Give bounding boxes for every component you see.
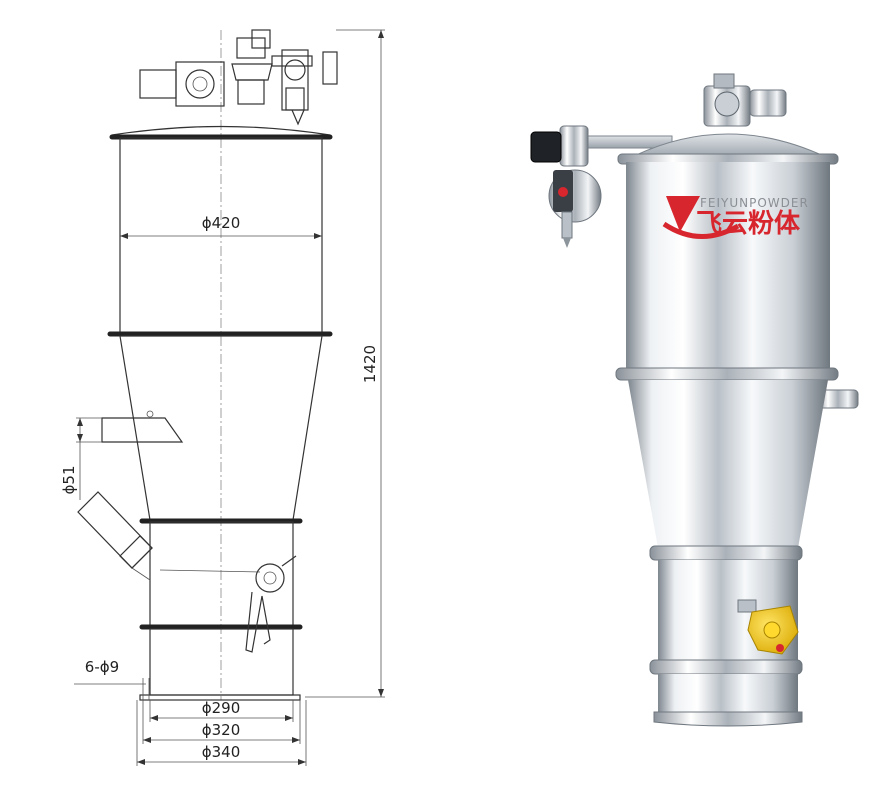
- lower-cylinder: [149, 521, 294, 628]
- dim-inlet-diameter: ϕ51: [60, 417, 102, 500]
- top-fittings: [139, 29, 338, 126]
- angled-inlet: [77, 491, 153, 581]
- photo-lid: [629, 133, 829, 159]
- label-base-bolt-circle: ϕ320: [202, 721, 241, 739]
- brand-logo: FEIYUNPOWDER 飞云粉体: [662, 196, 809, 239]
- label-base-outer: ϕ340: [202, 743, 241, 761]
- dim-body-diameter: ϕ420: [120, 214, 322, 239]
- technical-drawing: ϕ420 1420 ϕ51 6-ϕ9: [60, 29, 385, 766]
- pulse-valve-assembly: [530, 125, 673, 248]
- label-inlet-diameter: ϕ51: [60, 466, 78, 495]
- label-bolt-holes: 6-ϕ9: [85, 658, 119, 676]
- photo-cone: [628, 380, 828, 548]
- top-valve-block: [703, 73, 787, 127]
- base-flange: [139, 694, 301, 701]
- dim-total-height: 1420: [305, 29, 385, 698]
- discharge-valve: [245, 555, 297, 653]
- label-total-height: 1420: [361, 345, 379, 383]
- brand-name-en: FEIYUNPOWDER: [700, 196, 809, 210]
- photo-upper-body: [626, 162, 830, 374]
- product-photo: FEIYUNPOWDER 飞云粉体: [530, 73, 859, 727]
- label-body-diameter: ϕ420: [202, 214, 241, 232]
- brand-name-cn: 飞云粉体: [696, 209, 801, 239]
- yellow-discharge-valve: [737, 599, 799, 655]
- dim-base: ϕ290 ϕ320 ϕ340: [136, 699, 307, 766]
- label-base-inner: ϕ290: [202, 699, 241, 717]
- dim-bolt-holes: 6-ϕ9: [74, 658, 150, 700]
